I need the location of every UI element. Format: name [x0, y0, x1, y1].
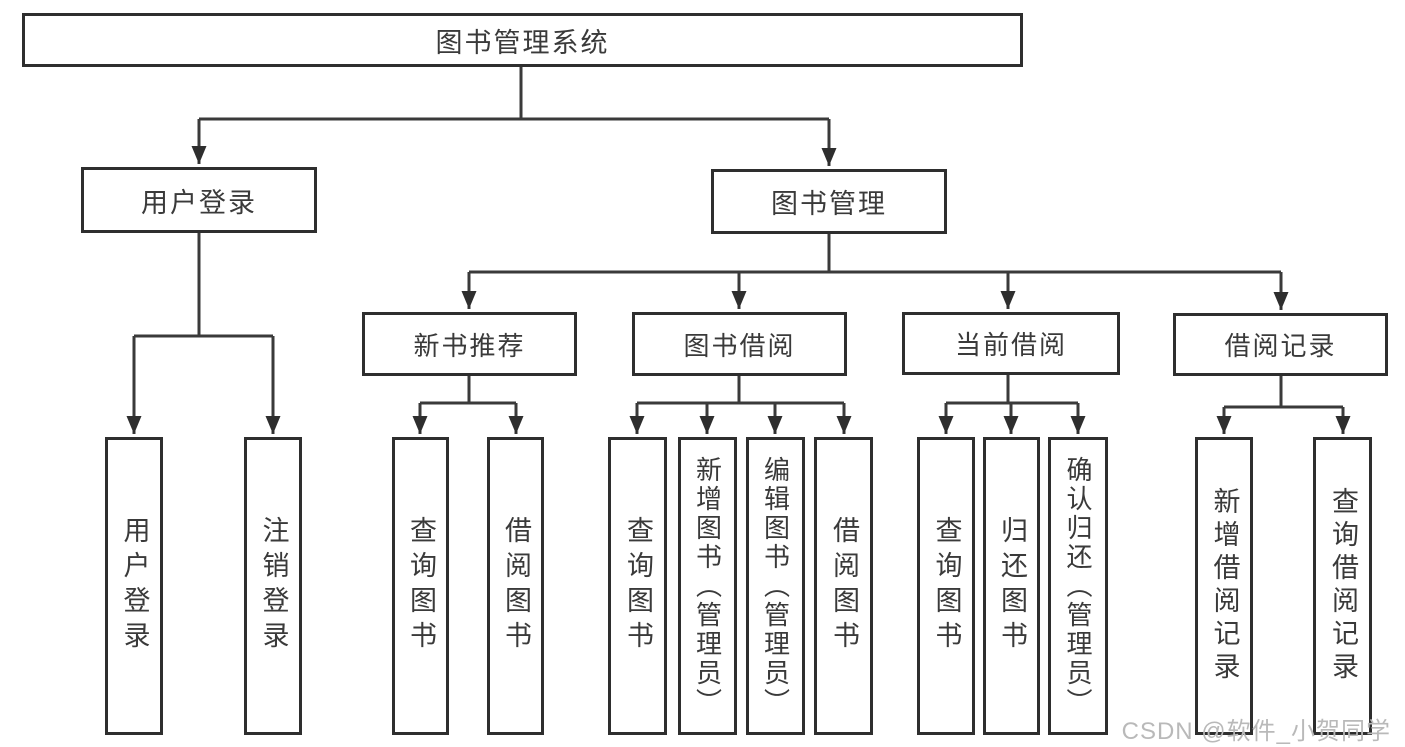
leaf-query-borrow-record: 查询借阅记录	[1313, 437, 1372, 735]
node-label: 新书推荐	[413, 330, 526, 361]
node-book-borrowing: 图书借阅	[632, 312, 847, 376]
connector-borrow-records	[1224, 376, 1343, 409]
leaf-label: 查询借阅记录	[1328, 487, 1358, 685]
node-label: 图书管理	[771, 189, 887, 219]
leaf-query-books-3: 查询图书	[917, 437, 975, 735]
leaf-label: 编辑图书（管理员）	[760, 455, 791, 717]
node-book-management: 图书管理	[711, 169, 947, 234]
connector-user-login	[134, 233, 273, 338]
node-borrowing-records: 借阅记录	[1173, 313, 1388, 376]
leaf-add-borrow-record: 新增借阅记录	[1195, 437, 1253, 735]
csdn-watermark: CSDN @软件_小贺同学	[1121, 718, 1391, 745]
leaf-label: 借阅图书	[829, 516, 859, 656]
leaf-label: 确认归还（管理员）	[1063, 455, 1093, 717]
node-label: 用户登录	[141, 187, 257, 218]
leaf-label: 用户登录	[119, 516, 150, 656]
node-label: 当前借阅	[954, 330, 1067, 360]
node-user-login-branch: 用户登录	[81, 167, 317, 233]
leaf-add-books-admin: 新增图书（管理员）	[678, 437, 737, 735]
node-new-book-recommend: 新书推荐	[362, 312, 577, 376]
leaf-return-books: 归还图书	[983, 437, 1040, 735]
connector-current-borrow	[946, 375, 1078, 405]
leaf-edit-books-admin: 编辑图书（管理员）	[746, 437, 805, 735]
leaf-label: 查询图书	[623, 516, 653, 656]
leaf-user-login: 用户登录	[105, 437, 163, 735]
node-label: 借阅记录	[1224, 331, 1337, 361]
leaf-label: 归还图书	[997, 516, 1027, 656]
leaf-label: 借阅图书	[501, 516, 531, 656]
leaf-logout: 注销登录	[244, 437, 302, 735]
node-label: 图书借阅	[683, 330, 796, 361]
connector-book-mgmt	[469, 234, 1281, 274]
node-library-management-system: 图书管理系统	[22, 13, 1023, 67]
leaf-query-books-2: 查询图书	[608, 437, 667, 735]
leaf-label: 查询图书	[931, 516, 962, 656]
leaf-label: 新增借阅记录	[1209, 487, 1240, 685]
node-label: 图书管理系统	[435, 27, 610, 58]
connector-root	[199, 67, 829, 121]
leaf-borrow-books-1: 借阅图书	[487, 437, 544, 735]
leaf-label: 查询图书	[406, 516, 436, 656]
leaf-confirm-return-admin: 确认归还（管理员）	[1048, 437, 1108, 735]
leaf-borrow-books-2: 借阅图书	[814, 437, 873, 735]
leaf-label: 新增图书（管理员）	[692, 455, 723, 717]
connector-new-book	[420, 376, 516, 405]
leaf-query-books-1: 查询图书	[392, 437, 449, 735]
leaf-label: 注销登录	[258, 516, 289, 656]
node-current-borrowing: 当前借阅	[902, 312, 1120, 375]
connector-book-borrow	[637, 376, 844, 405]
